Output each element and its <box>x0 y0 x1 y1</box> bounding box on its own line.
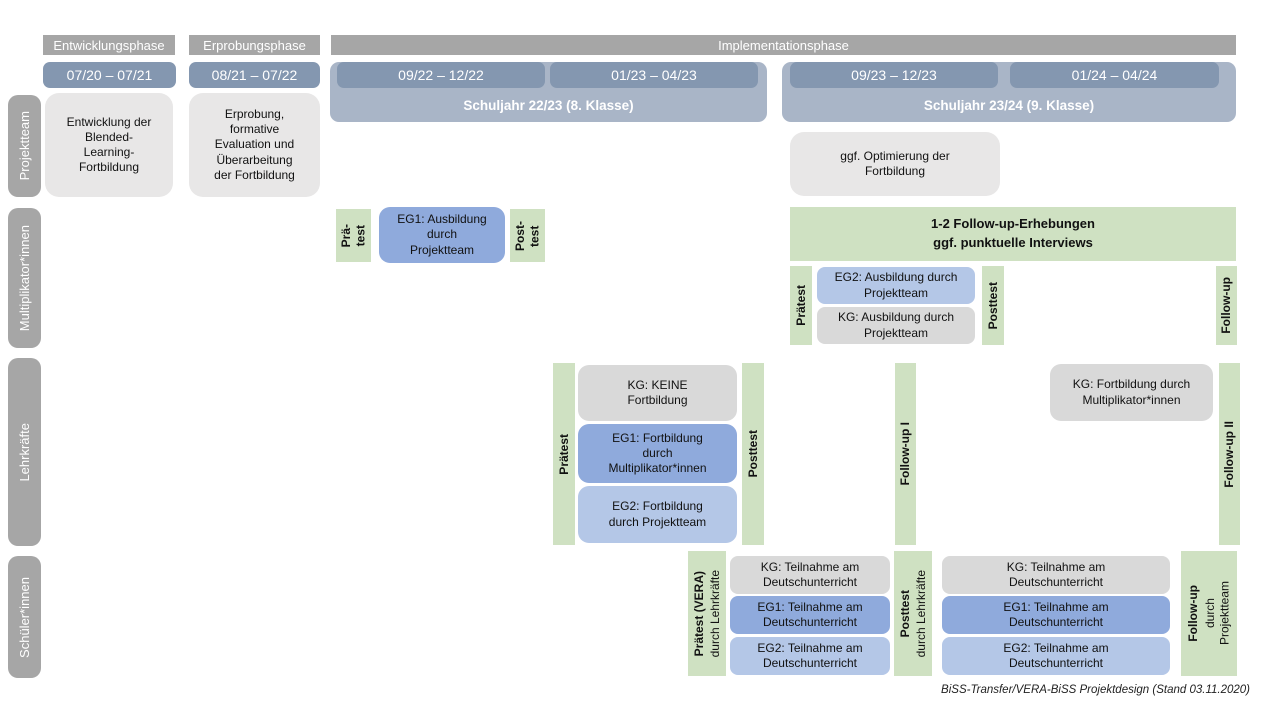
box-eg1-fortbildung-multiplikatoren: EG1: Fortbildung durch Multiplikator*inn… <box>578 424 737 483</box>
box-kg-ausbildung-projektteam: KG: Ausbildung durch Projektteam <box>817 307 975 344</box>
strip-followup-schueler-sub: durch Projektteam <box>1202 581 1232 646</box>
strip-posttest-schueler-sub: durch Lehrkräfte <box>913 569 928 658</box>
strip-posttest-lehrkraefte: Posttest <box>742 363 764 545</box>
date-bar-01-23: 01/23 – 04/23 <box>550 62 758 88</box>
strip-praetest-multiplikatoren-1-text: Prä- test <box>339 223 368 248</box>
bar-followup-erhebungen-info: 1-2 Follow-up-Erhebungen ggf. punktuelle… <box>790 207 1236 261</box>
row-label-projektteam: Projektteam <box>8 95 41 197</box>
box-eg1-teilnahme-deutschunterricht-2: EG1: Teilnahme am Deutschunterricht <box>942 596 1170 634</box>
strip-praetest-vera-schueler: Prätest (VERA) durch Lehrkräfte <box>688 551 726 676</box>
row-label-schueler: Schüler*innen <box>8 556 41 678</box>
row-label-multiplikatoren-text: Multiplikator*innen <box>16 224 32 332</box>
strip-praetest-multiplikatoren-1: Prä- test <box>336 209 371 262</box>
strip-posttest-multiplikatoren-1: Post- test <box>510 209 545 262</box>
row-label-schueler-text: Schüler*innen <box>16 576 32 658</box>
date-bar-09-23: 09/23 – 12/23 <box>790 62 998 88</box>
row-label-lehrkraefte: Lehrkräfte <box>8 358 41 546</box>
phase-bar-erprobungsphase: Erprobungsphase <box>189 35 320 55</box>
strip-followup-multiplikatoren: Follow-up <box>1216 266 1237 345</box>
strip-followup-schueler-title: Follow-up <box>1186 585 1201 642</box>
box-kg-keine-fortbildung: KG: KEINE Fortbildung <box>578 365 737 421</box>
strip-followup-2-lehrkraefte-text: Follow-up II <box>1222 420 1237 488</box>
strip-followup-schueler: Follow-up durch Projektteam <box>1181 551 1237 676</box>
row-label-projektteam-text: Projektteam <box>16 111 32 181</box>
strip-posttest-multiplikatoren-2-text: Posttest <box>985 281 1000 330</box>
box-eg2-ausbildung-projektteam: EG2: Ausbildung durch Projektteam <box>817 267 975 304</box>
phase-bar-entwicklungsphase: Entwicklungsphase <box>43 35 175 55</box>
strip-praetest-vera-sub: durch Lehrkräfte <box>707 569 722 658</box>
strip-praetest-multiplikatoren-2: Prätest <box>790 266 812 345</box>
date-bar-09-22: 09/22 – 12/22 <box>337 62 545 88</box>
strip-praetest-lehrkraefte: Prätest <box>553 363 575 545</box>
strip-praetest-multiplikatoren-2-text: Prätest <box>793 285 808 326</box>
box-optimierung-fortbildung: ggf. Optimierung der Fortbildung <box>790 132 1000 196</box>
box-erprobung-evaluation: Erprobung, formative Evaluation und Über… <box>189 93 320 197</box>
row-label-multiplikatoren: Multiplikator*innen <box>8 208 41 348</box>
strip-praetest-lehrkraefte-text: Prätest <box>556 433 571 475</box>
date-bar-08-21: 08/21 – 07/22 <box>189 62 320 88</box>
box-eg2-teilnahme-deutschunterricht-1: EG2: Teilnahme am Deutschunterricht <box>730 637 890 675</box>
strip-followup-multiplikatoren-text: Follow-up <box>1219 277 1234 334</box>
footer-caption: BiSS-Transfer/VERA-BiSS Projektdesign (S… <box>941 684 1250 696</box>
row-label-lehrkraefte-text: Lehrkräfte <box>16 422 32 482</box>
date-bar-07-20: 07/20 – 07/21 <box>43 62 176 88</box>
box-kg-teilnahme-deutschunterricht-2: KG: Teilnahme am Deutschunterricht <box>942 556 1170 594</box>
box-eg1-teilnahme-deutschunterricht-1: EG1: Teilnahme am Deutschunterricht <box>730 596 890 634</box>
strip-posttest-schueler-title: Posttest <box>898 589 913 638</box>
box-eg2-fortbildung-projektteam: EG2: Fortbildung durch Projektteam <box>578 486 737 543</box>
phase-bar-implementationsphase: Implementationsphase <box>331 35 1236 55</box>
box-eg1-ausbildung-projektteam: EG1: Ausbildung durch Projektteam <box>379 207 505 263</box>
strip-followup-1-lehrkraefte-text: Follow-up I <box>898 422 913 486</box>
box-eg2-teilnahme-deutschunterricht-2: EG2: Teilnahme am Deutschunterricht <box>942 637 1170 675</box>
strip-posttest-schueler: Posttest durch Lehrkräfte <box>894 551 932 676</box>
strip-followup-2-lehrkraefte: Follow-up II <box>1219 363 1240 545</box>
box-entwicklung-blended-learning: Entwicklung der Blended- Learning- Fortb… <box>45 93 173 197</box>
strip-posttest-multiplikatoren-1-text: Post- test <box>513 220 542 251</box>
box-kg-fortbildung-multiplikatoren: KG: Fortbildung durch Multiplikator*inne… <box>1050 364 1213 421</box>
date-bar-01-24: 01/24 – 04/24 <box>1010 62 1219 88</box>
strip-posttest-multiplikatoren-2: Posttest <box>982 266 1004 345</box>
strip-posttest-lehrkraefte-text: Posttest <box>745 430 760 478</box>
strip-praetest-vera-title: Prätest (VERA) <box>692 570 707 657</box>
strip-followup-1-lehrkraefte: Follow-up I <box>895 363 916 545</box>
box-kg-teilnahme-deutschunterricht-1: KG: Teilnahme am Deutschunterricht <box>730 556 890 594</box>
